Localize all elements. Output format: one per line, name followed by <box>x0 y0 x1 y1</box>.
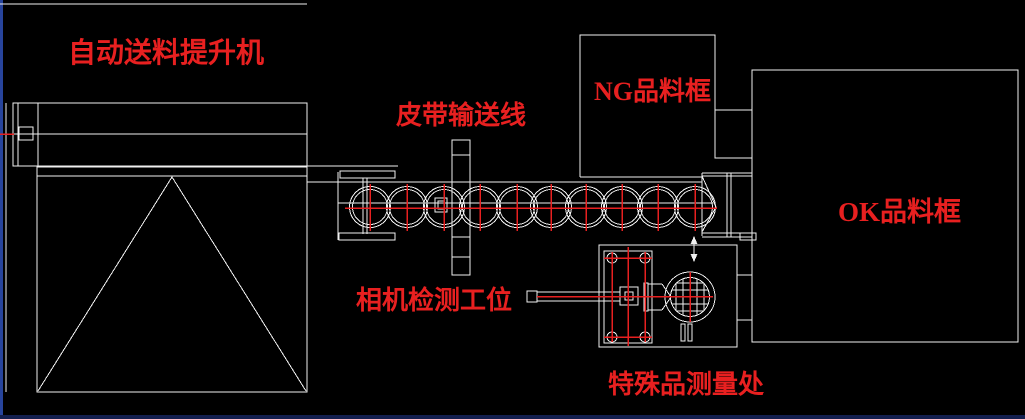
label-belt: 皮带输送线 <box>396 101 527 130</box>
red-geometry <box>0 133 717 346</box>
roller-centerlines <box>369 184 696 231</box>
hopper-triangle <box>37 176 307 392</box>
conveyor-rollers <box>349 186 716 228</box>
frame-bottom-edge <box>0 415 1025 419</box>
dial-foot <box>680 323 686 342</box>
label-camera-station: 相机检测工位 <box>356 286 513 315</box>
label-special-measure: 特殊品测量处 <box>608 370 765 399</box>
frame-left-edge <box>0 0 3 419</box>
double-arrow-icon <box>690 236 698 262</box>
label-ok-bin: OK品料框 <box>838 197 962 227</box>
ng-bin-outline <box>579 34 716 178</box>
dial-foot <box>687 323 693 342</box>
ok-bin-outline <box>737 69 1019 343</box>
conveyor-discharge-end <box>701 172 752 238</box>
label-ng-bin: NG品料框 <box>594 77 712 106</box>
label-elevator: 自动送料提升机 <box>68 38 265 69</box>
ng-ok-chute <box>714 109 753 159</box>
elevator-top-band <box>12 102 308 167</box>
elevator-hopper <box>36 166 308 393</box>
measure-station-centerlines <box>537 247 713 346</box>
conveyor-rails <box>307 165 713 204</box>
dial-funnel <box>643 282 672 312</box>
conveyor-sensor-block <box>434 197 448 213</box>
